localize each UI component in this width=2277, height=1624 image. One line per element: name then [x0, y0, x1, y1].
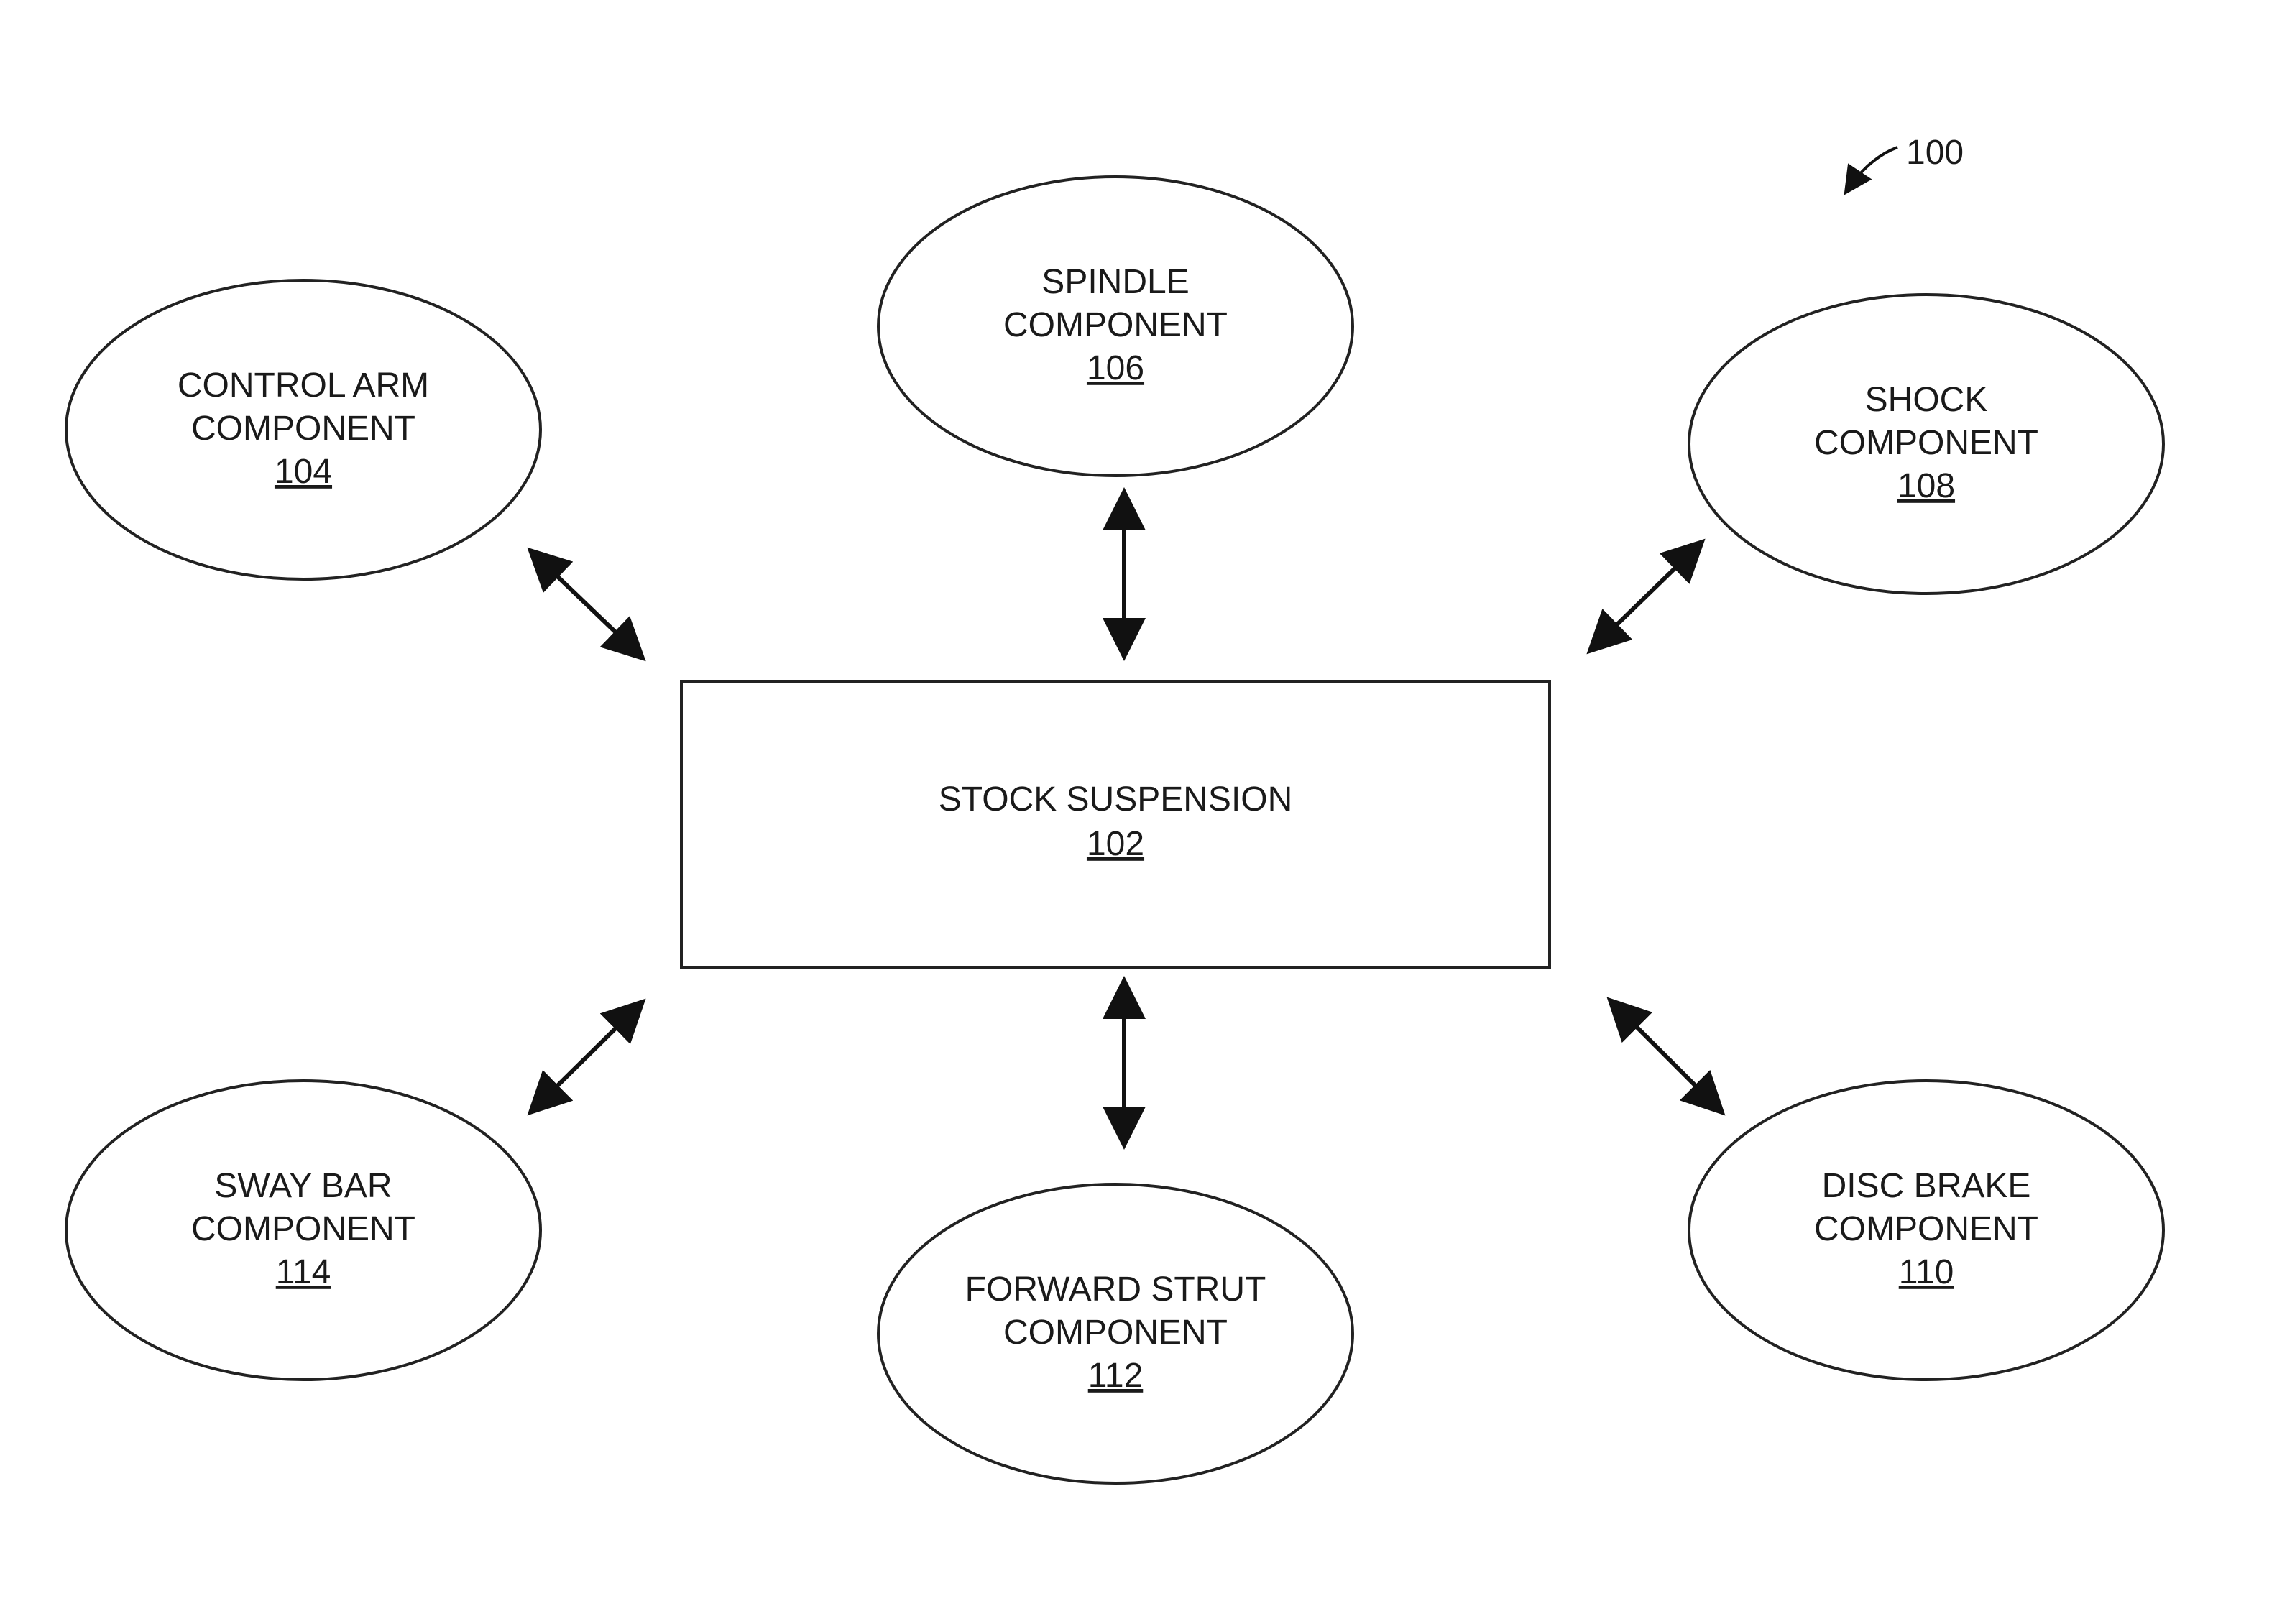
disc-brake-label-line1: DISC BRAKE — [1822, 1167, 2031, 1205]
spindle-ref: 106 — [1087, 349, 1144, 387]
control-arm-label-line1: CONTROL ARM — [178, 366, 429, 405]
shock-component: SHOCK COMPONENT 108 — [1689, 295, 2163, 594]
figure-reference-arrow — [1847, 147, 1898, 190]
forward-strut-ref: 112 — [1088, 1357, 1144, 1395]
stock-suspension-box: STOCK SUSPENSION 102 — [681, 681, 1550, 967]
disc-brake-label-line2: COMPONENT — [1814, 1210, 2038, 1248]
forward-strut-component: FORWARD STRUT COMPONENT 112 — [878, 1184, 1353, 1483]
control-arm-label-line2: COMPONENT — [191, 410, 415, 448]
sway-bar-ref: 114 — [276, 1253, 331, 1291]
control-arm-component: CONTROL ARM COMPONENT 104 — [66, 280, 540, 579]
forward-strut-label-line1: FORWARD STRUT — [965, 1270, 1266, 1309]
shock-ref: 108 — [1898, 467, 1955, 505]
arrow-disc-brake-suspension — [1613, 1003, 1719, 1109]
stock-suspension-label: STOCK SUSPENSION — [939, 780, 1293, 818]
disc-brake-ref: 110 — [1899, 1253, 1954, 1291]
shock-label-line1: SHOCK — [1865, 381, 1988, 419]
forward-strut-label-line2: COMPONENT — [1003, 1314, 1228, 1352]
sway-bar-label-line1: SWAY BAR — [214, 1167, 392, 1205]
shock-label-line2: COMPONENT — [1814, 424, 2038, 462]
spindle-label-line2: COMPONENT — [1003, 306, 1228, 344]
sway-bar-component: SWAY BAR COMPONENT 114 — [66, 1081, 540, 1380]
figure-reference: 100 — [1847, 134, 1964, 190]
arrow-control-arm-suspension — [533, 553, 640, 655]
figure-reference-number: 100 — [1906, 134, 1964, 172]
spindle-component: SPINDLE COMPONENT 106 — [878, 177, 1353, 476]
stock-suspension-ref: 102 — [1087, 825, 1144, 863]
control-arm-ref: 104 — [275, 453, 332, 491]
arrow-shock-suspension — [1593, 545, 1699, 648]
disc-brake-component: DISC BRAKE COMPONENT 110 — [1689, 1081, 2163, 1380]
spindle-label-line1: SPINDLE — [1041, 263, 1189, 301]
sway-bar-label-line2: COMPONENT — [191, 1210, 415, 1248]
arrow-sway-bar-suspension — [533, 1005, 640, 1109]
